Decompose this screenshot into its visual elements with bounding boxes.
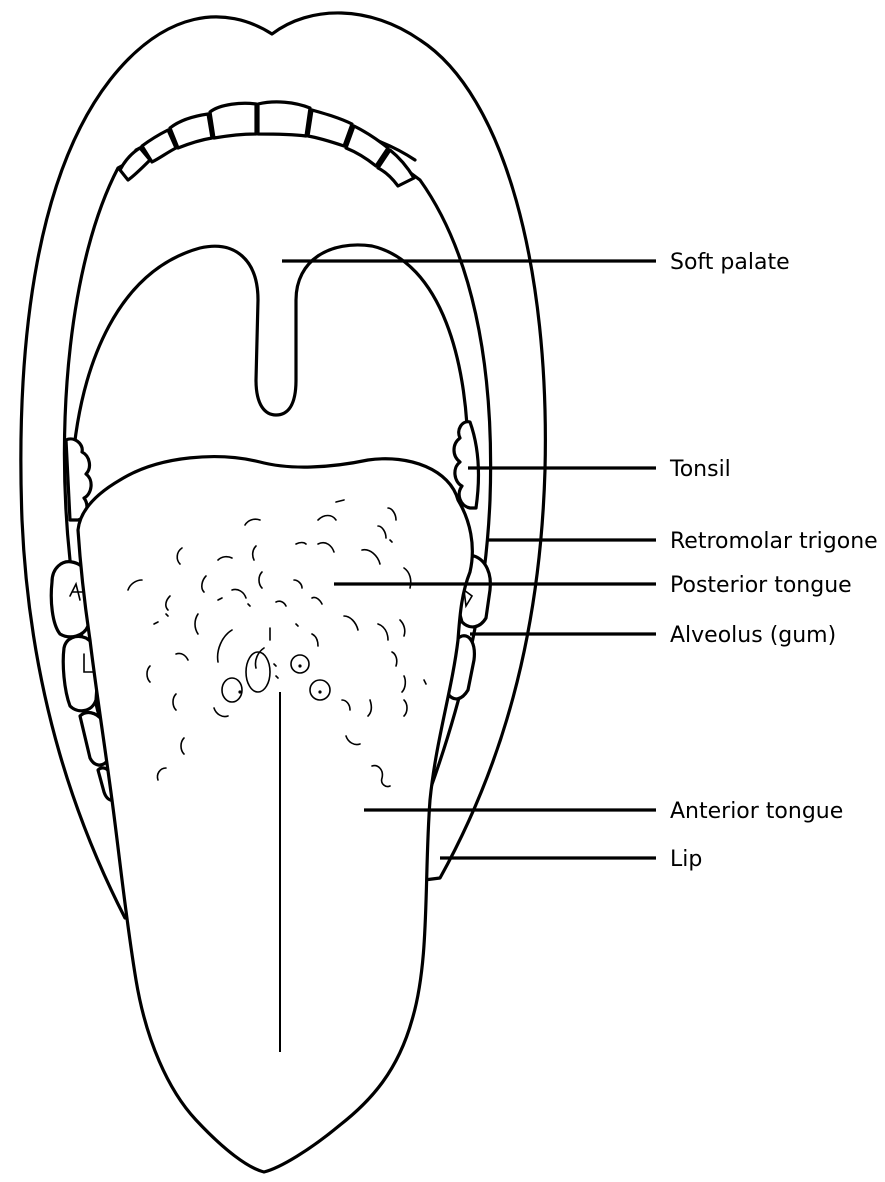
label-retromolar-trigone: Retromolar trigone xyxy=(670,529,878,554)
upper-tooth xyxy=(210,103,256,138)
label-posterior-tongue: Posterior tongue xyxy=(670,573,852,598)
label-soft-palate: Soft palate xyxy=(670,250,790,275)
tongue xyxy=(78,457,472,1172)
upper-tooth xyxy=(308,110,352,146)
upper-teeth xyxy=(120,102,414,186)
upper-tooth xyxy=(258,102,310,136)
label-lip: Lip xyxy=(670,847,702,872)
label-anterior-tongue: Anterior tongue xyxy=(670,799,843,824)
soft-palate-uvula xyxy=(72,245,468,470)
label-tonsil: Tonsil xyxy=(669,457,731,482)
label-alveolus: Alveolus (gum) xyxy=(670,623,836,648)
upper-tooth xyxy=(170,114,212,148)
